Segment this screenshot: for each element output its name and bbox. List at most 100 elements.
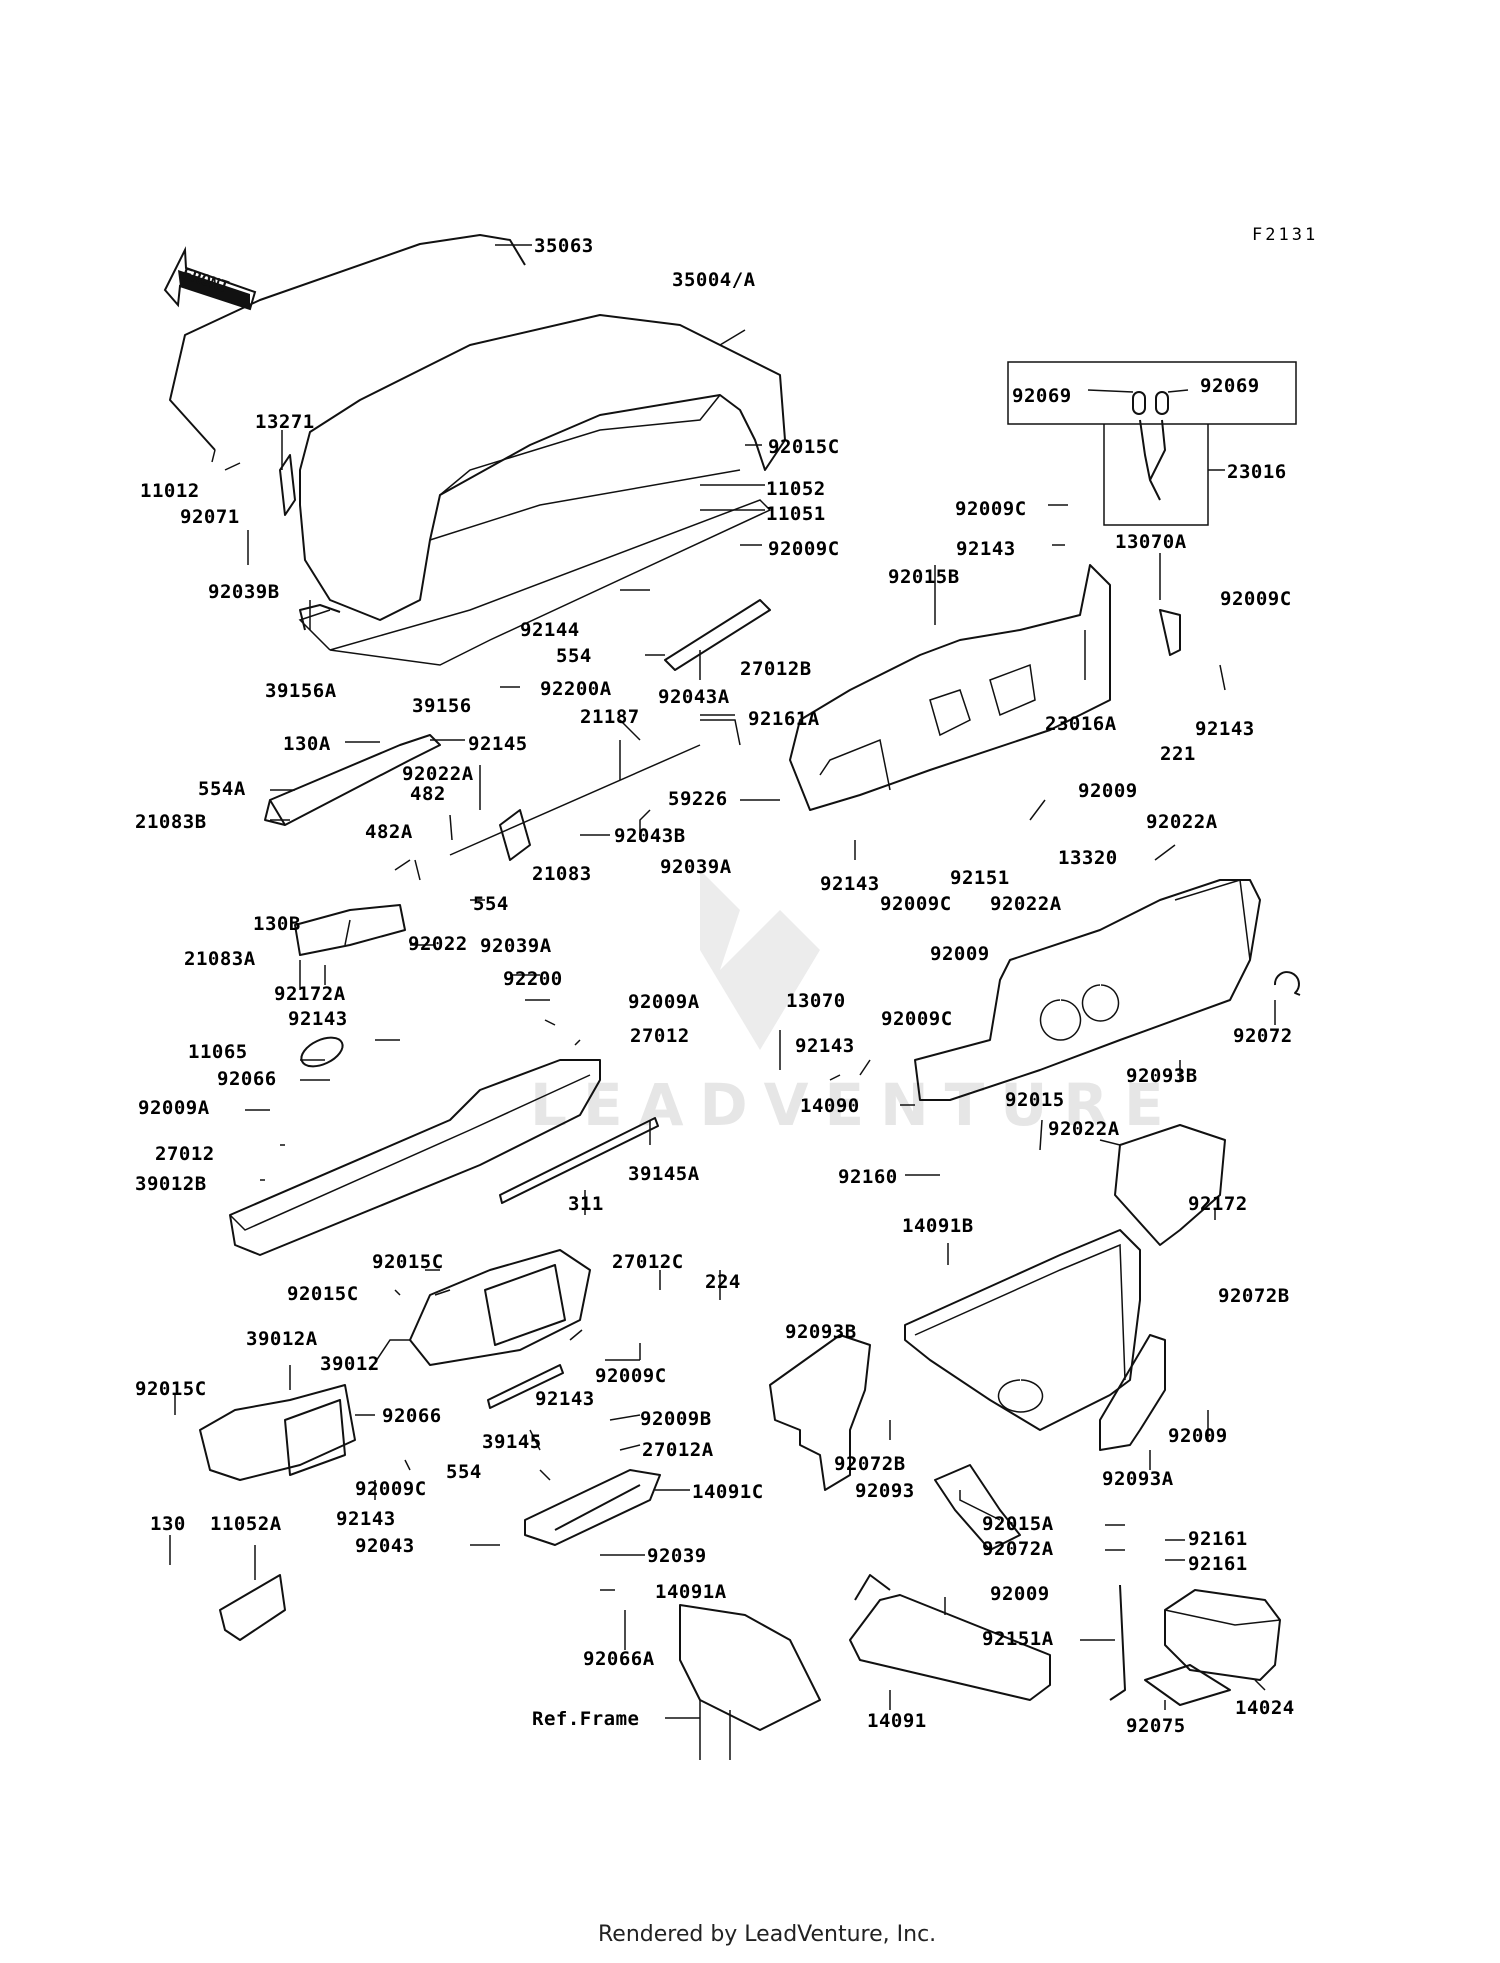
callout-92009C-e: 92009C (881, 1008, 953, 1030)
plate-14091 (849, 1594, 1051, 1701)
callout-92015: 92015 (1005, 1089, 1065, 1111)
callout-11012: 11012 (140, 480, 200, 502)
callout-92069-l: 92069 (1012, 385, 1072, 407)
callout-130B: 130B (253, 913, 301, 935)
callout-14091B: 14091B (902, 1215, 974, 1237)
callout-21083B: 21083B (135, 811, 207, 833)
watermark-logo (700, 870, 820, 1050)
tray-39012B (229, 1059, 601, 1256)
callout-11052: 11052 (766, 478, 826, 500)
callout-92039B: 92039B (208, 581, 280, 603)
callout-92009-d: 92009 (990, 1583, 1050, 1605)
battery-box-14024 (1164, 1589, 1281, 1681)
callout-92039A-a: 92039A (660, 856, 732, 878)
callout-92161A: 92161A (748, 708, 820, 730)
callout-13070: 13070 (786, 990, 846, 1012)
callout-23016: 23016 (1227, 461, 1287, 483)
callout-92022A-b: 92022A (1146, 811, 1218, 833)
callout-92072B-a: 92072B (1218, 1285, 1290, 1307)
callout-39145A: 39145A (628, 1163, 700, 1185)
rod-35063 (169, 234, 526, 451)
callout-92022A-a: 92022A (402, 763, 474, 785)
callout-27012-b: 27012 (155, 1143, 215, 1165)
callout-92200A: 92200A (540, 678, 612, 700)
callout-92072A: 92072A (982, 1538, 1054, 1560)
callout-92075: 92075 (1126, 1715, 1186, 1737)
callout-92015C-b: 92015C (372, 1251, 444, 1273)
callout-92022A-c: 92022A (990, 893, 1062, 915)
callout-92093B-a: 92093B (1126, 1065, 1198, 1087)
grille-11065 (300, 1036, 344, 1068)
callout-92039: 92039 (647, 1545, 707, 1567)
callout-27012C: 27012C (612, 1251, 684, 1273)
callout-92009-a: 92009 (1078, 780, 1138, 802)
callout-92071: 92071 (180, 506, 240, 528)
callout-27012A: 27012A (642, 1439, 714, 1461)
panel-59226 (789, 564, 1111, 811)
callout-92143-e: 92143 (795, 1035, 855, 1057)
callout-92172: 92172 (1188, 1193, 1248, 1215)
callout-92161-a: 92161 (1188, 1528, 1248, 1550)
callout-554-a: 554 (556, 645, 592, 667)
callout-92143-a: 92143 (956, 538, 1016, 560)
callout-92066-a: 92066 (217, 1068, 277, 1090)
bracket-13070A (1159, 609, 1181, 656)
callout-92143-c: 92143 (820, 873, 880, 895)
callout-92072B-b: 92072B (834, 1453, 906, 1475)
callout-92022A-d: 92022A (1048, 1118, 1120, 1140)
tub-14091B (904, 1229, 1141, 1431)
callout-92022: 92022 (408, 933, 468, 955)
pad-92075 (1144, 1664, 1231, 1706)
callout-RefFrame: Ref.Frame (532, 1708, 639, 1730)
mat-39156 (329, 499, 772, 666)
cover-35004 (299, 314, 786, 621)
bracket-13271 (279, 454, 296, 516)
callout-92009C-b: 92009C (955, 498, 1027, 520)
callout-11065: 11065 (188, 1041, 248, 1063)
callout-21083: 21083 (532, 863, 592, 885)
callout-92009B: 92009B (640, 1408, 712, 1430)
callout-92145: 92145 (468, 733, 528, 755)
callout-130A: 130A (283, 733, 331, 755)
callout-92015C-top: 92015C (768, 436, 840, 458)
callout-92009A-b: 92009A (138, 1097, 210, 1119)
callout-92072: 92072 (1233, 1025, 1293, 1047)
callout-27012-a: 27012 (630, 1025, 690, 1047)
callout-92015C-c: 92015C (287, 1283, 359, 1305)
box-39012A (199, 1384, 356, 1481)
front-arrow-icon: FRONT (163, 246, 257, 311)
callout-14090: 14090 (800, 1095, 860, 1117)
callout-554-c: 554 (446, 1461, 482, 1483)
callout-39012: 39012 (320, 1353, 380, 1375)
bracket-11052A (219, 1574, 286, 1641)
callout-92015C-d: 92015C (135, 1378, 207, 1400)
callout-92093B-b: 92093B (785, 1321, 857, 1343)
cable-21187 (449, 744, 701, 856)
callout-92143-g: 92143 (336, 1508, 396, 1530)
callout-14091A: 14091A (655, 1581, 727, 1603)
callout-92039A-b: 92039A (480, 935, 552, 957)
box-39012 (409, 1249, 591, 1366)
callout-11051: 11051 (766, 503, 826, 525)
plate-92093B-right (1114, 1124, 1226, 1246)
callout-224: 224 (705, 1271, 741, 1293)
panel-14090 (914, 879, 1261, 1101)
callout-13320: 13320 (1058, 847, 1118, 869)
callout-92160: 92160 (838, 1166, 898, 1188)
callout-92009-b: 92009 (930, 943, 990, 965)
callout-92144: 92144 (520, 619, 580, 641)
box-23016-top (1007, 361, 1297, 425)
callout-92143-b: 92143 (1195, 718, 1255, 740)
callout-14024: 14024 (1235, 1697, 1295, 1719)
callout-311: 311 (568, 1193, 604, 1215)
callout-92066-b: 92066 (382, 1405, 442, 1427)
harness-23016 (1139, 419, 1166, 501)
arm-21083A (294, 904, 406, 956)
bar-27012B (664, 599, 771, 671)
callout-21083A: 21083A (184, 948, 256, 970)
callout-92151A: 92151A (982, 1628, 1054, 1650)
leader-lines (169, 244, 1276, 1719)
callout-92009C-a: 92009C (768, 538, 840, 560)
callout-39012A: 39012A (246, 1328, 318, 1350)
